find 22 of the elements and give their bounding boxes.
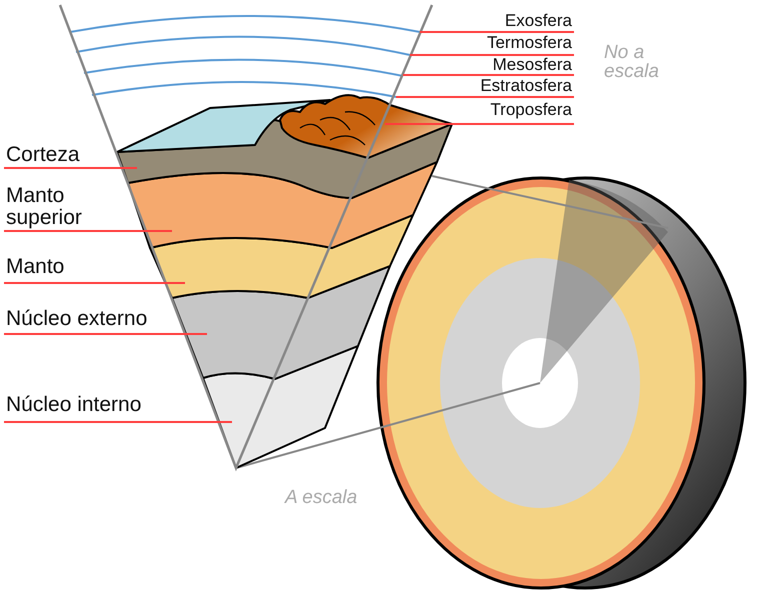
leader-line — [4, 230, 172, 232]
layer-label: Manto — [6, 256, 126, 278]
scale-note: A escala — [285, 488, 358, 507]
leader-line — [4, 421, 232, 423]
layer-label: Exosfera — [504, 12, 572, 30]
layer-label: Mesosfera — [492, 56, 572, 74]
leader-line — [4, 167, 137, 169]
layer-label: Núcleo interno — [6, 394, 196, 416]
leader-line — [4, 282, 185, 284]
leader-line — [403, 74, 574, 76]
layer-label: Manto superior — [6, 185, 126, 230]
layer-label: Corteza — [6, 144, 126, 166]
layer-label: Troposfera — [490, 101, 572, 119]
layer-label: Termosfera — [486, 34, 572, 52]
leader-line — [4, 333, 207, 335]
leader-line — [420, 31, 574, 33]
leader-line — [410, 54, 574, 56]
layer-label: Estratosfera — [480, 77, 572, 95]
scale-note: No a escala — [604, 43, 660, 81]
leader-line — [396, 96, 574, 98]
leader-line — [385, 123, 574, 125]
layer-label: Núcleo externo — [6, 308, 196, 330]
